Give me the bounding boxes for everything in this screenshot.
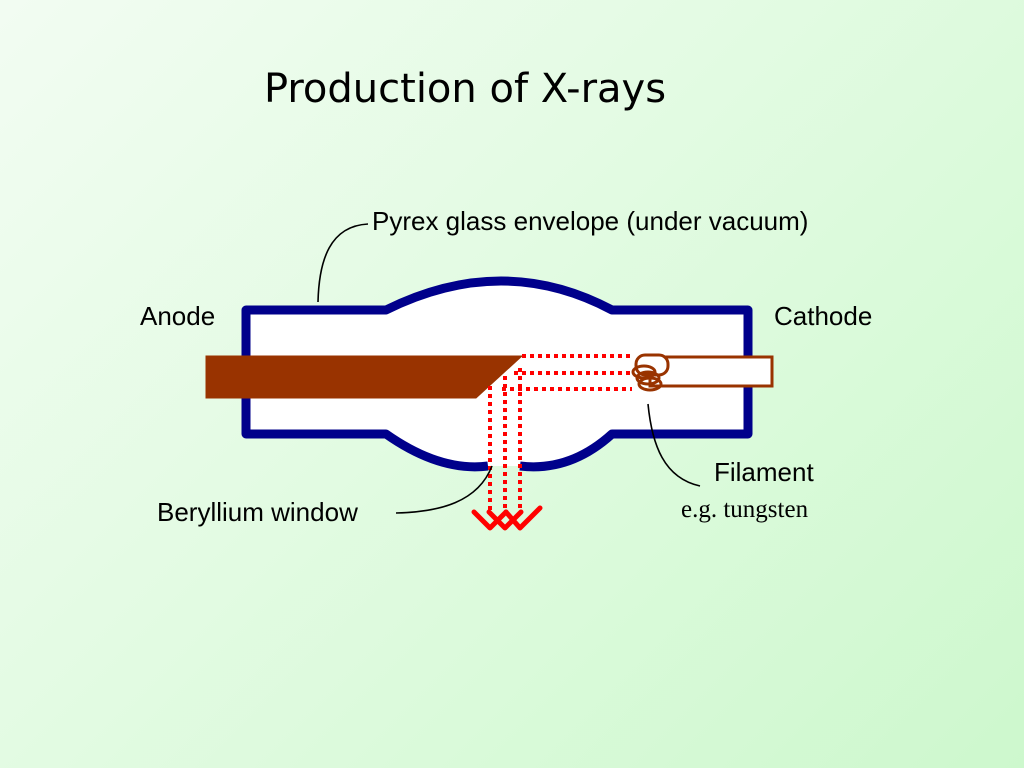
filament-label: Filament: [714, 457, 814, 487]
slide-title: Production of X-rays: [263, 66, 667, 112]
filament-leader: [647, 403, 701, 487]
filament-coil: [631, 353, 670, 392]
window-label: Beryllium window: [157, 497, 358, 527]
anode-block: [205, 355, 524, 399]
cathode-label: Cathode: [774, 301, 873, 331]
envelope-label: Pyrex glass envelope (under vacuum): [372, 206, 809, 236]
window-leader: [395, 465, 493, 514]
electron-beam: [502, 354, 632, 391]
envelope-outline: [241, 276, 753, 472]
envelope-leader: [317, 223, 369, 303]
filament-material-label: e.g. tungsten: [681, 496, 809, 523]
xray-arrowheads: [471, 505, 543, 531]
anode-label: Anode: [140, 301, 216, 331]
xray-beam: [488, 368, 522, 510]
leader-lines: [317, 223, 701, 514]
